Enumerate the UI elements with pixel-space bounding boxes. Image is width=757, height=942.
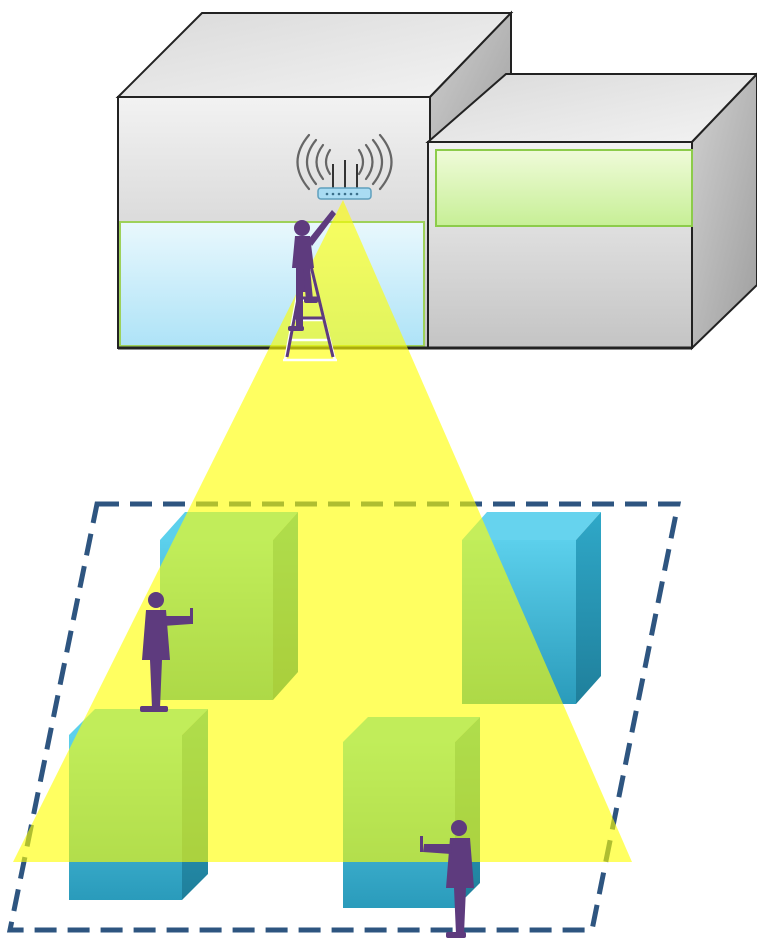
person-on-ladder-icon xyxy=(288,210,336,331)
person-right-icon xyxy=(420,820,474,938)
person-left-icon xyxy=(140,592,193,712)
signal-beam xyxy=(13,200,632,862)
router-icon xyxy=(296,133,393,200)
building-right-side xyxy=(691,72,757,351)
building xyxy=(115,10,757,351)
window-green xyxy=(435,149,693,227)
